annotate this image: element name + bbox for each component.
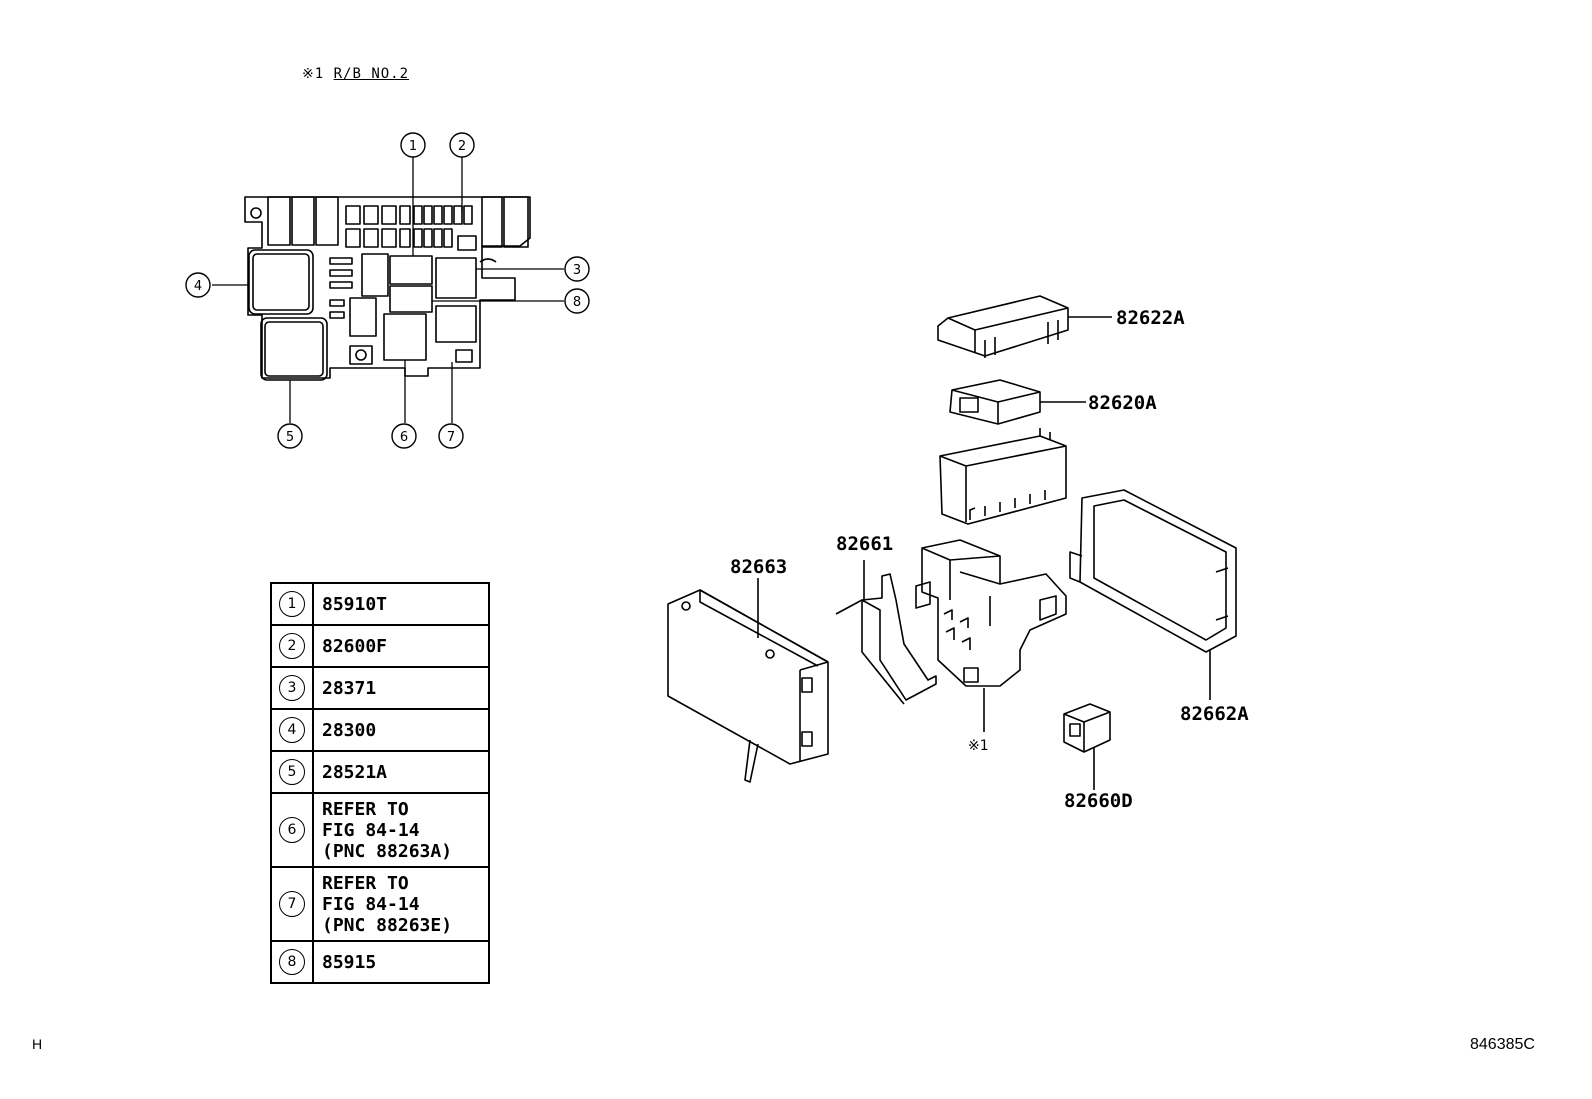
footer-left-code: H: [32, 1036, 43, 1052]
legend-line: REFER TO: [322, 798, 409, 820]
callout-circles: [185, 132, 590, 449]
legend-line: (PNC 88263A): [322, 840, 453, 862]
legend-text: REFER TO FIG 84-14 (PNC 88263E): [312, 866, 490, 942]
relay-82660D: [1063, 703, 1111, 790]
legend-row: 1 85910T: [270, 582, 490, 626]
part-label-82622A: 82622A: [1116, 307, 1185, 329]
legend-row: 5 28521A: [270, 750, 490, 794]
legend-num: 7: [279, 891, 305, 917]
relay-block-casing: [939, 428, 1067, 525]
callout-6: 6: [400, 430, 408, 445]
part-label-82620A: 82620A: [1088, 392, 1157, 414]
part-label-82663: 82663: [730, 556, 787, 578]
title-mark: ※1: [302, 66, 325, 82]
cover-82622A: [937, 295, 1112, 358]
part-label-82661: 82661: [836, 533, 893, 555]
callout-leaders: [212, 157, 564, 423]
legend-num: 8: [279, 949, 305, 975]
legend-row: 4 28300: [270, 708, 490, 752]
legend-num: 3: [279, 675, 305, 701]
connector-82620A: [949, 379, 1086, 425]
legend-num: 1: [279, 591, 305, 617]
bracket-82663: [667, 578, 829, 783]
relay-block-assembly: [915, 539, 1067, 732]
callout-5: 5: [286, 430, 294, 445]
legend-num: 5: [279, 759, 305, 785]
legend-row: 6 REFER TO FIG 84-14 (PNC 88263A): [270, 792, 490, 868]
legend-num: 2: [279, 633, 305, 659]
legend-num: 4: [279, 717, 305, 743]
legend-text: 85915: [312, 940, 490, 984]
diagram-title: ※1 R/B NO.2: [302, 66, 409, 82]
callout-3: 3: [573, 263, 581, 278]
legend-text: 28521A: [312, 750, 490, 794]
legend-text: 28371: [312, 666, 490, 710]
legend-line: FIG 84-14: [322, 819, 420, 841]
title-text: R/B NO.2: [333, 66, 410, 82]
bracket-82661: [835, 560, 937, 705]
callout-8: 8: [573, 295, 581, 310]
figure-id: 846385C: [1470, 1036, 1535, 1053]
callout-7: 7: [447, 430, 455, 445]
legend-text: 85910T: [312, 582, 490, 626]
assembly-mark-label: ※1: [968, 738, 989, 754]
callout-1: 1: [409, 139, 417, 154]
part-label-82662A: 82662A: [1180, 703, 1249, 725]
legend-line: (PNC 88263E): [322, 914, 453, 936]
part-label-82660D: 82660D: [1064, 790, 1133, 812]
legend-text: REFER TO FIG 84-14 (PNC 88263A): [312, 792, 490, 868]
legend-text: 82600F: [312, 624, 490, 668]
callout-4: 4: [194, 279, 202, 294]
legend-row: 8 85915: [270, 940, 490, 984]
legend-num: 6: [279, 817, 305, 843]
legend-row: 7 REFER TO FIG 84-14 (PNC 88263E): [270, 866, 490, 942]
callout-2: 2: [458, 139, 466, 154]
legend-row: 2 82600F: [270, 624, 490, 668]
relay-block-outline: [244, 196, 531, 381]
legend-line: REFER TO: [322, 872, 409, 894]
legend-row: 3 28371: [270, 666, 490, 710]
legend-table: 1 85910T 2 82600F 3 28371 4 28300 5 2852…: [270, 582, 490, 984]
legend-line: FIG 84-14: [322, 893, 420, 915]
housing-82662A: [1069, 489, 1237, 700]
legend-text: 28300: [312, 708, 490, 752]
